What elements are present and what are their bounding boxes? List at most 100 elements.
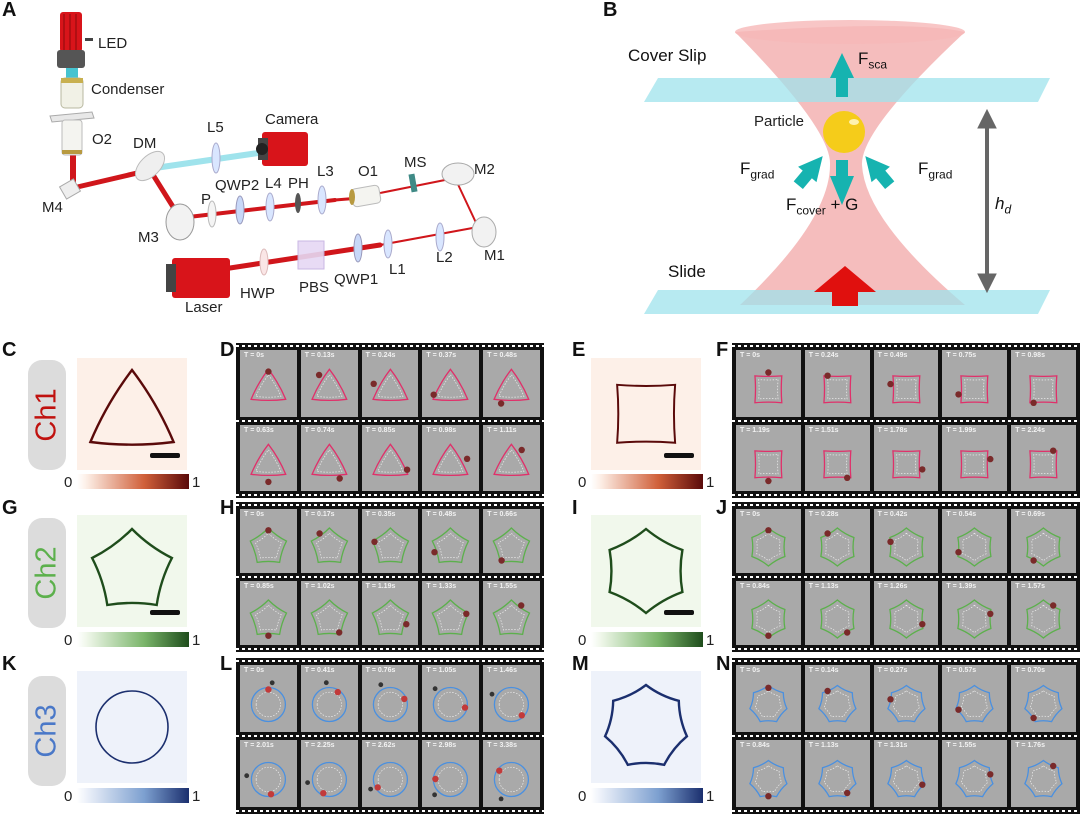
film-perforation: [236, 344, 544, 348]
trajectory-trace: [438, 691, 464, 718]
optical-setup-diagram: [49, 12, 497, 298]
trapped-particle: [1050, 602, 1057, 609]
video-frame: T = 0s: [240, 509, 297, 573]
trapped-particle: [765, 477, 772, 484]
frame-overlay: [370, 368, 409, 402]
trap-outline: [817, 684, 857, 723]
shape-outline: [95, 690, 169, 764]
frame-timestamp: T = 0.75s: [946, 352, 977, 359]
trap-outline: [493, 368, 530, 402]
video-frame: T = 1.55s: [483, 581, 540, 645]
trap-outline: [1024, 759, 1063, 798]
frame-overlay: [955, 375, 989, 404]
frame-timestamp: T = 0.74s: [304, 426, 335, 434]
label-pbs: PBS: [299, 279, 330, 296]
trapped-particle: [462, 704, 469, 711]
lens-l3-icon: [317, 185, 327, 215]
mirror-m1-icon: [471, 216, 497, 248]
trajectory-trace: [895, 453, 917, 474]
label-particle: Particle: [754, 113, 805, 130]
imaging-beam: [154, 149, 266, 171]
trapped-particle: [765, 527, 772, 534]
trajectory-trace: [316, 691, 342, 718]
frame-overlay: [249, 527, 288, 564]
gradient-force-arrow-right: [865, 156, 895, 190]
frame-timestamp: T = 0s: [244, 667, 265, 674]
colorbar-blue: [591, 788, 703, 803]
trajectory-trace: [1031, 532, 1056, 562]
frame-overlay: [955, 759, 995, 798]
frame-overlay: [489, 686, 530, 723]
trap-outline: [492, 599, 531, 636]
panel-label-f: F: [716, 339, 729, 361]
frame-overlay: [955, 527, 993, 567]
video-frame: T = 0s: [736, 350, 801, 417]
trajectory-trace: [827, 453, 848, 474]
frame-timestamp: T = 0.35s: [365, 511, 396, 518]
frame-timestamp: T = 1.05s: [426, 667, 457, 674]
optical-trap-beam: [735, 26, 965, 305]
scale-bar: [150, 453, 180, 458]
film-perforation: [732, 809, 1080, 813]
trajectory-trace: [377, 691, 403, 718]
trap-outline: [371, 599, 409, 636]
frame-timestamp: T = 0.14s: [808, 667, 839, 674]
channel-badge-ch1: Ch1: [28, 360, 66, 470]
video-frame: T = 0.63s: [240, 424, 297, 491]
trapped-particle: [430, 391, 438, 398]
channel-badge-ch3: Ch3: [28, 676, 66, 786]
label-l3: L3: [317, 163, 334, 180]
video-frame: T = 0.48s: [483, 350, 540, 417]
colorbar-green: [77, 632, 189, 647]
trapped-particle: [518, 712, 526, 719]
trapped-particle: [765, 632, 772, 639]
trapped-particle: [918, 465, 926, 473]
trap-outline: [492, 527, 531, 564]
trapped-particle: [824, 530, 831, 537]
trapped-particle: [765, 684, 772, 691]
channel-label: Ch3: [30, 704, 63, 758]
beam-shape-square: [616, 383, 677, 444]
channel-label: Ch1: [30, 388, 63, 442]
colorbar-max: 1: [706, 474, 715, 491]
trap-outline: [754, 449, 783, 478]
video-frame: T = 1.19s: [736, 424, 801, 491]
qwp1-icon: [353, 233, 363, 263]
mirror-m3-icon: [165, 203, 195, 241]
video-frame: T = 1.78s: [873, 424, 939, 491]
video-frame: T = 0.24s: [361, 350, 419, 417]
frame-overlay: [751, 599, 786, 639]
video-frame: T = 0.13s: [300, 350, 358, 417]
video-frame: T = 0.70s: [1011, 665, 1076, 732]
intensity-map-pentagon: [77, 515, 187, 627]
lens-l5-icon: [211, 142, 221, 174]
trajectory-trace: [892, 690, 920, 718]
sample-stage-icon: [49, 111, 95, 123]
pinhole-icon: [295, 193, 301, 213]
beam-shape-hexagon: [608, 527, 684, 615]
colorbar-max: 1: [706, 788, 715, 805]
f-symbol: F: [740, 159, 751, 178]
colorbar-min: 0: [64, 632, 73, 649]
video-frame: T = 0s: [736, 509, 801, 573]
label-m1: M1: [484, 247, 505, 264]
trapped-particle: [955, 549, 963, 556]
colorbar-green: [591, 632, 703, 647]
video-frame: T = 0.98s: [1011, 350, 1076, 417]
objective-o1-icon: [349, 184, 382, 208]
label-ms: MS: [404, 154, 427, 171]
trap-outline: [819, 527, 855, 567]
frame-overlay: [886, 375, 921, 404]
trajectory-trace: [961, 765, 989, 793]
trapped-particle: [400, 695, 408, 703]
frame-overlay: [493, 761, 530, 802]
frame-overlay: [817, 759, 857, 798]
film-perforation: [732, 647, 1080, 651]
frame-overlay: [1026, 599, 1061, 639]
frame-timestamp: T = 1.57s: [1015, 583, 1045, 590]
d-subscript: d: [1004, 202, 1012, 217]
trajectory-trace: [758, 453, 779, 474]
panel-label-n: N: [716, 653, 731, 675]
shape-outline: [90, 527, 174, 607]
video-frame: T = 0.66s: [483, 509, 540, 573]
